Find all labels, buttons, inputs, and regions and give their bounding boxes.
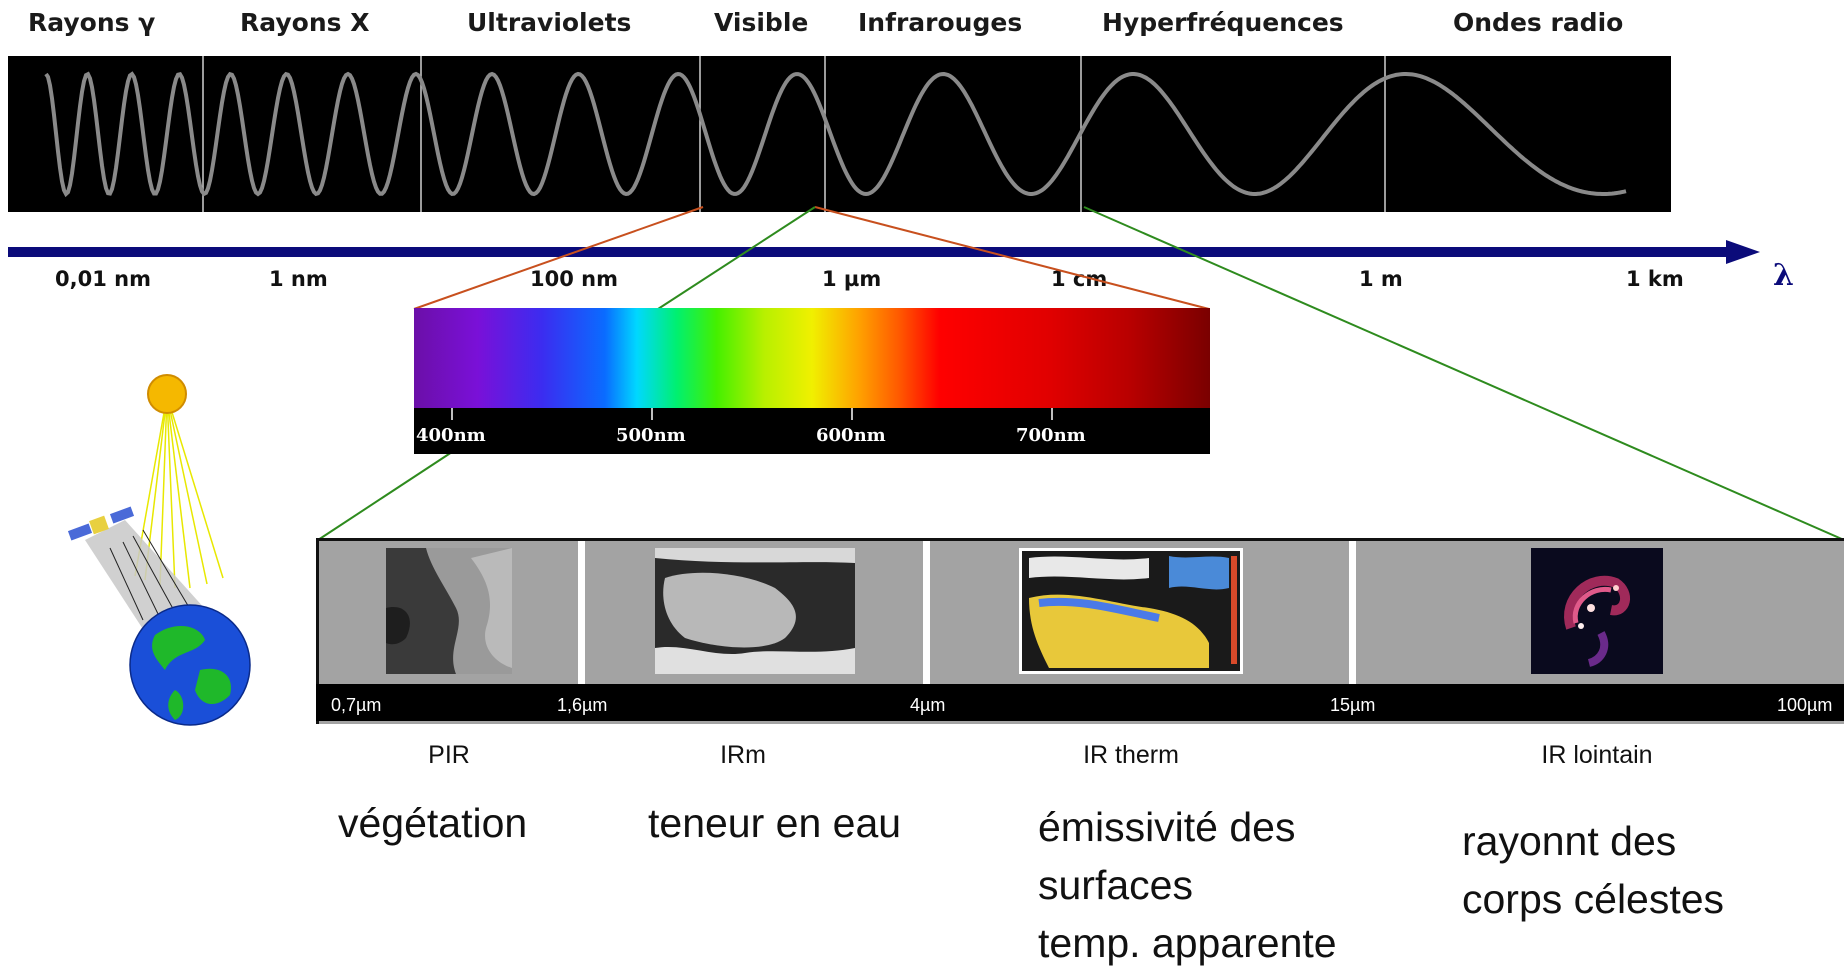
satellite-icon — [67, 506, 135, 541]
spectrum-tick-label: 600nm — [816, 425, 886, 446]
scale-label: 1 µm — [822, 267, 882, 291]
connector-ir-top-right — [1083, 206, 1844, 541]
ir-divider — [578, 541, 585, 687]
lambda-symbol: λ — [1773, 258, 1795, 293]
band-label-radio: Ondes radio — [1453, 8, 1624, 37]
ir-tick-label: 100µm — [1777, 695, 1833, 715]
band-label-infrared: Infrarouges — [858, 8, 1023, 37]
wavelength-axis — [8, 240, 1760, 264]
scale-label: 100 nm — [530, 267, 618, 291]
spectrum-tick-label: 500nm — [616, 425, 686, 446]
spectrum-gradient — [414, 308, 1210, 408]
ir-divider — [923, 541, 930, 687]
wave-svg — [44, 56, 1627, 212]
scale-label: 1 km — [1626, 267, 1684, 291]
visible-spectrum-bar — [414, 308, 1210, 454]
ir-section-name-pir: PIR — [428, 741, 470, 769]
ir-use-line: temp. apparente — [1038, 920, 1337, 966]
ir-divider — [1349, 541, 1356, 687]
ir-tick-label: 1,6µm — [557, 695, 608, 715]
grayscale-satellite-image — [386, 548, 512, 674]
far-infrared-galaxy-image — [1531, 548, 1663, 674]
ir-use-ir-lointain: rayonnt des corps célestes — [1462, 812, 1724, 928]
band-label-microwave: Hyperfréquences — [1102, 8, 1344, 37]
infrared-scale-bar — [316, 684, 1844, 721]
scale-label: 1 m — [1359, 267, 1403, 291]
scale-label: 1 nm — [269, 267, 328, 291]
ir-section-name-ir-therm: IR therm — [1083, 741, 1179, 769]
scale-label: 0,01 nm — [55, 267, 151, 291]
ir-tick-label: 0,7µm — [331, 695, 382, 715]
connector-visible-left — [413, 206, 704, 310]
ir-use-line: corps célestes — [1462, 876, 1725, 922]
ir-use-pir: végétation — [338, 800, 528, 846]
beam-arrows — [109, 529, 194, 621]
wave-panel — [8, 56, 1671, 212]
ir-use-line: émissivité des — [1038, 804, 1296, 850]
grayscale-iberia-image — [655, 548, 855, 674]
band-label-ultraviolet: Ultraviolets — [467, 8, 632, 37]
connector-ir-bottom-left — [317, 451, 453, 541]
wave-line — [44, 71, 1627, 198]
band-label-xray: Rayons X — [240, 8, 370, 37]
ir-section-name-ir-lointain: IR lointain — [1541, 741, 1653, 769]
ir-use-ir-therm: émissivité des surfaces temp. apparente — [1038, 798, 1337, 972]
ir-use-irm: teneur en eau — [648, 800, 902, 846]
band-label-gamma: Rayons γ — [28, 8, 156, 37]
connector-visible-right — [814, 206, 1210, 310]
remote-sensing-illustration — [67, 374, 251, 726]
axis-bar — [8, 247, 1726, 257]
ir-tick-label: 4µm — [910, 695, 946, 715]
earth-icon — [129, 604, 251, 726]
connector-ir-top-left — [657, 206, 816, 310]
ir-tick-label: 15µm — [1330, 695, 1376, 715]
spectrum-tick-label: 400nm — [416, 425, 486, 446]
sun-icon — [147, 374, 187, 414]
mediterranean-temperature-map — [1019, 548, 1243, 674]
ir-section-name-irm: IRm — [720, 741, 766, 769]
axis-arrowhead — [1726, 240, 1760, 264]
spectrum-ticks — [451, 408, 1053, 420]
spectrum-tick-label: 700nm — [1016, 425, 1086, 446]
band-label-visible: Visible — [714, 8, 809, 37]
ir-use-line: surfaces — [1038, 862, 1193, 908]
ir-use-line: rayonnt des — [1462, 818, 1677, 864]
